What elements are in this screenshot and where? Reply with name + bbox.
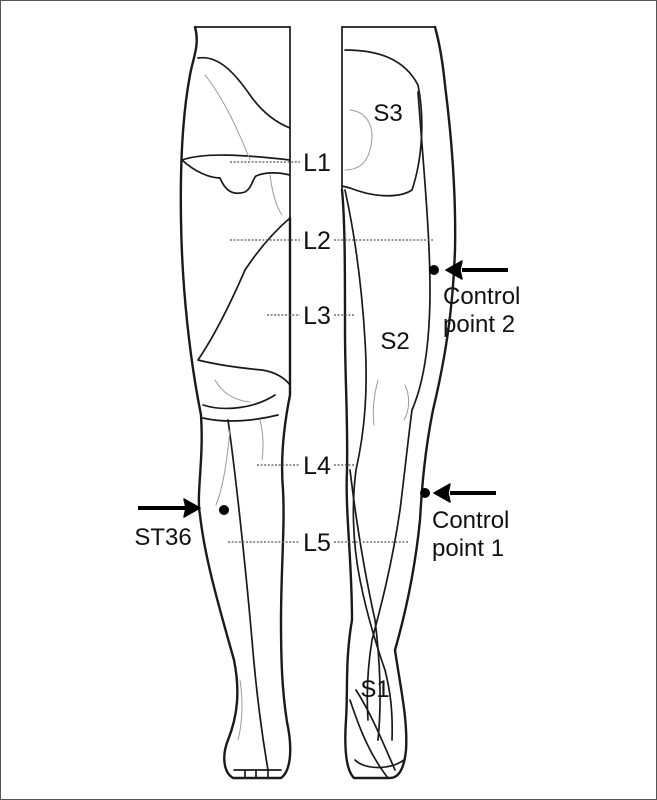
control-point-2-label-line1: Control xyxy=(443,283,520,310)
label-l5: L5 xyxy=(303,529,331,557)
anterior-region-upper xyxy=(198,58,290,128)
label-l4: L4 xyxy=(303,452,331,480)
label-s2: S2 xyxy=(380,328,409,355)
control-point-1-arrow-head xyxy=(434,484,450,502)
anterior-knee-panel xyxy=(203,395,278,421)
control-point-2-label-line2: point 2 xyxy=(443,311,515,338)
label-l2: L2 xyxy=(303,227,331,255)
control-point-1-label-line2: point 1 xyxy=(432,535,504,562)
posterior-leg xyxy=(342,27,455,778)
posterior-faint-1 xyxy=(404,385,409,420)
label-l1: L1 xyxy=(303,149,331,177)
st36-arrow-head xyxy=(184,499,200,517)
st36-point xyxy=(219,505,229,515)
anterior-faint-4 xyxy=(260,420,263,460)
posterior-foot-lines xyxy=(350,690,395,778)
control-point-2-dot xyxy=(429,265,439,275)
label-s1: S1 xyxy=(360,676,389,703)
posterior-leg-outline xyxy=(342,27,455,778)
st36-label: ST36 xyxy=(134,524,191,551)
anterior-faint-3 xyxy=(215,380,250,402)
anterior-thigh-panel xyxy=(198,218,290,385)
posterior-s2-strip-lateral xyxy=(367,92,430,720)
anterior-leg xyxy=(181,27,290,778)
anterior-faint-2 xyxy=(270,175,282,215)
anterior-leg-outline xyxy=(181,27,290,778)
posterior-buttock-inner xyxy=(345,110,372,170)
label-s3: S3 xyxy=(373,100,402,127)
anterior-faint-1 xyxy=(205,75,250,160)
label-l3: L3 xyxy=(303,302,331,330)
anterior-faint-5 xyxy=(238,680,242,740)
anterior-region-l1-band xyxy=(182,155,290,193)
control-point-1-label-line1: Control xyxy=(432,507,509,534)
anterior-faint-6 xyxy=(216,430,230,505)
control-point-1-dot xyxy=(420,488,430,498)
posterior-faint-2 xyxy=(373,380,378,425)
